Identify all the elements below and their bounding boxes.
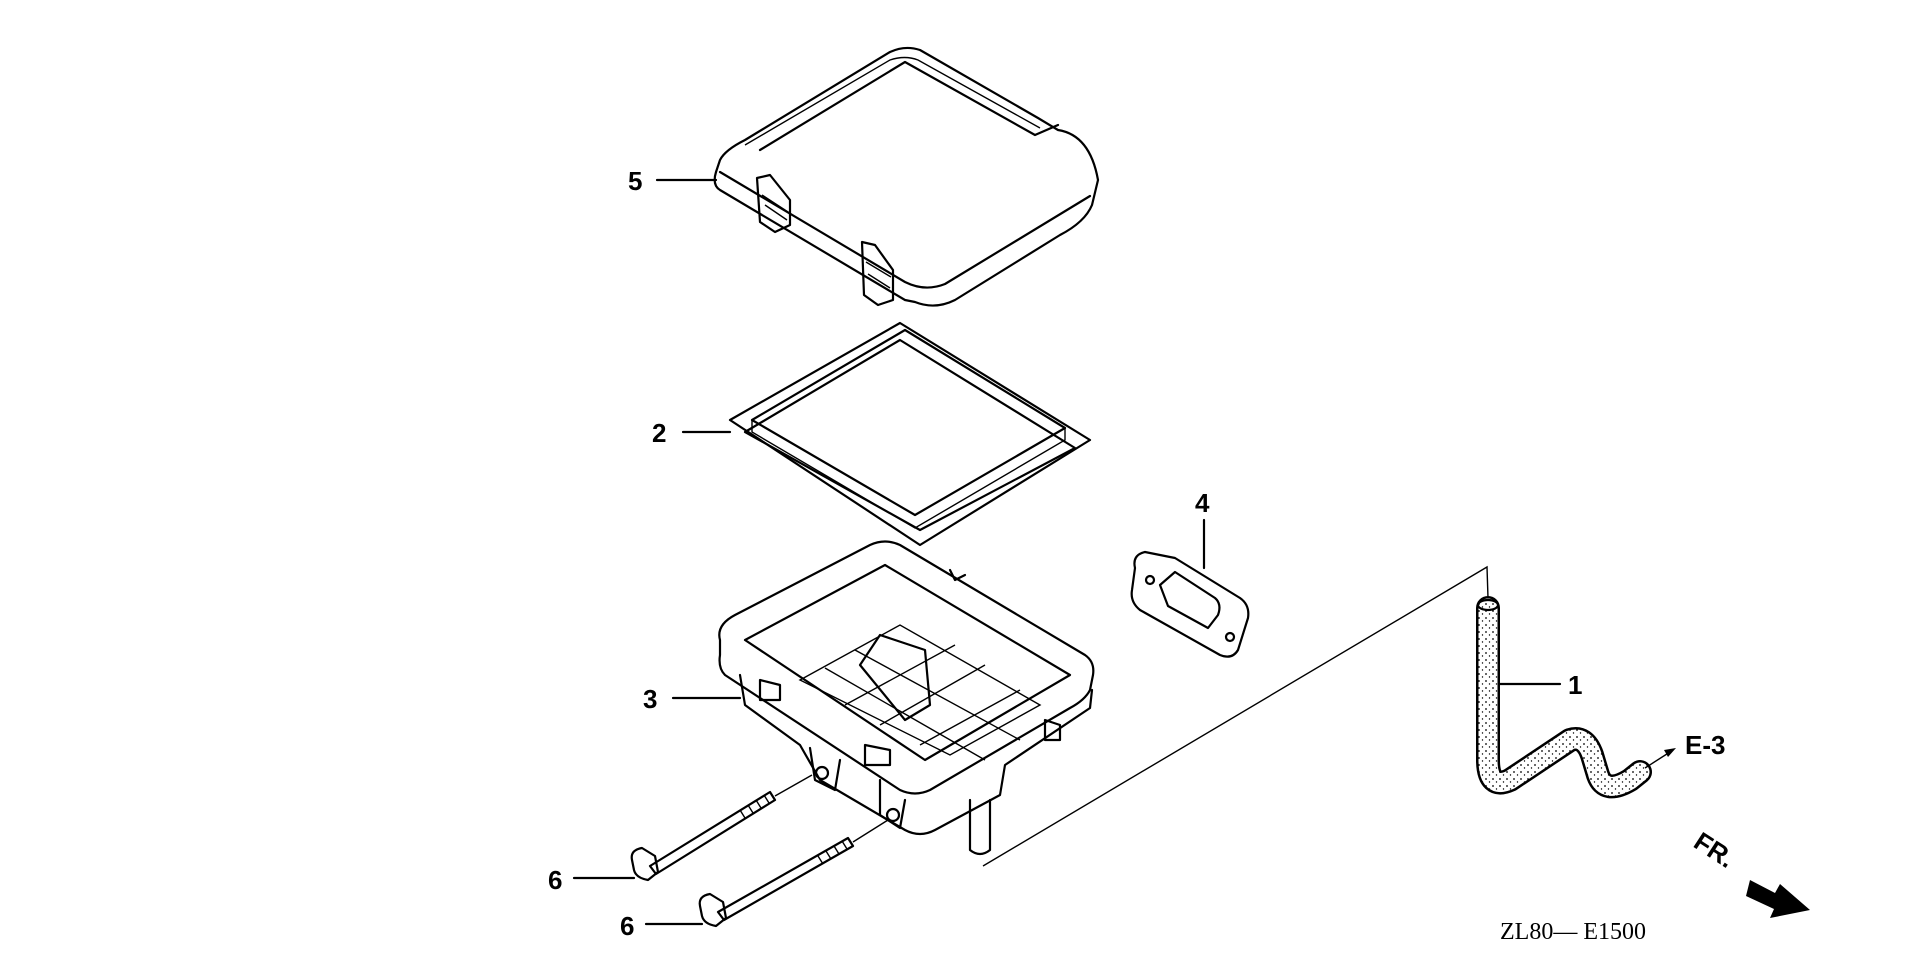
air-cleaner-case xyxy=(718,540,1095,856)
callout-4: 4 xyxy=(1195,488,1210,518)
tube-arrow-head xyxy=(1664,748,1676,757)
callout-3: 3 xyxy=(643,684,657,714)
front-direction-indicator: FR. xyxy=(1689,826,1810,918)
callout-6-upper: 6 xyxy=(548,865,562,895)
bolt-lower-leader xyxy=(852,819,889,843)
bolt-upper-leader xyxy=(774,774,813,797)
diagram-code: ZL80— E1500 xyxy=(1500,919,1646,945)
air-cleaner-cover xyxy=(713,46,1100,307)
air-filter-element xyxy=(728,321,1092,547)
front-direction-label: FR. xyxy=(1689,826,1740,874)
gasket xyxy=(1130,550,1250,658)
tube xyxy=(1476,596,1652,799)
bolt-upper xyxy=(630,790,777,882)
callout-2: 2 xyxy=(652,418,666,448)
callout-5: 5 xyxy=(628,166,642,196)
tube-arrow xyxy=(1644,751,1671,769)
front-arrow-icon xyxy=(1746,880,1810,918)
callout-1: 1 xyxy=(1568,670,1582,700)
callout-6-lower: 6 xyxy=(620,911,634,941)
tube-connection-line xyxy=(982,565,1489,867)
bolt-lower xyxy=(698,836,855,928)
reference-label: E-3 xyxy=(1685,730,1725,760)
